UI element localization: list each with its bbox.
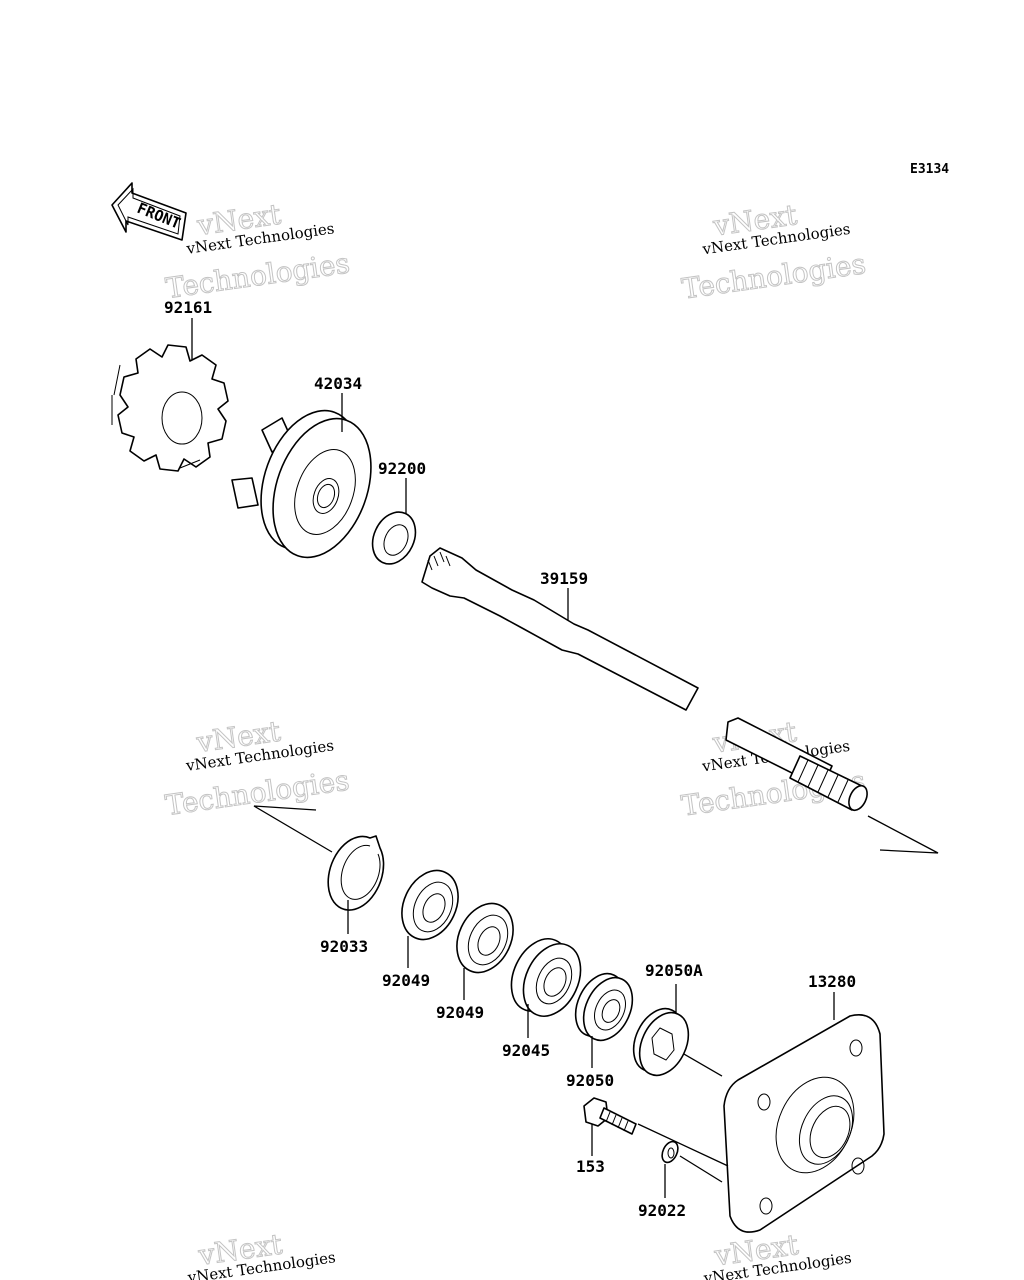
watermark-bottom-left: vNext vNext Technologies (186, 1227, 337, 1280)
watermark-top-left: vNext Technologies vNext Technologies (163, 197, 352, 305)
label-92049-a: 92049 (382, 971, 430, 990)
part-92022-washer[interactable]: 92022 (638, 1139, 723, 1220)
label-39159: 39159 (540, 569, 588, 588)
part-92049-seal-b[interactable]: 92049 (436, 894, 524, 1022)
part-92045-bearing[interactable]: 92045 (500, 930, 591, 1060)
part-92049-seal-a[interactable]: 92049 (382, 861, 469, 990)
part-92050A-bearing[interactable]: 92050A (624, 961, 723, 1083)
part-92200-washer[interactable]: 92200 (364, 459, 426, 571)
label-92022: 92022 (638, 1201, 686, 1220)
part-92033-circlip[interactable]: 92033 (320, 835, 385, 956)
part-39159-shaft[interactable]: 39159 (421, 547, 871, 813)
watermark-top-right: vNext Technologies vNext Technologies (679, 198, 868, 306)
part-42034-impeller[interactable]: 42034 (231, 374, 389, 571)
label-92050A: 92050A (645, 961, 703, 980)
part-92050-bearing[interactable]: 92050 (566, 966, 642, 1090)
label-92049-b: 92049 (436, 1003, 484, 1022)
label-13280: 13280 (808, 972, 856, 991)
watermark-mid-left: vNext Technologies vNext Technologies (163, 714, 352, 822)
watermark-mid-right: vNext Technologies vNext Technologies (679, 715, 868, 823)
label-92045: 92045 (502, 1041, 550, 1060)
part-13280-cover[interactable]: 13280 (723, 972, 885, 1233)
label-92200: 92200 (378, 459, 426, 478)
watermark-bottom-right: vNext vNext Technologies (702, 1228, 853, 1280)
label-92033: 92033 (320, 937, 368, 956)
part-92161-damper[interactable]: 92161 (111, 298, 229, 472)
label-42034: 42034 (314, 374, 362, 393)
assembly-guide-lines (253, 805, 939, 854)
label-153: 153 (576, 1157, 605, 1176)
label-92161: 92161 (164, 298, 212, 317)
part-153-bolt[interactable]: 153 (576, 1097, 729, 1176)
front-arrow-icon: FRONT (111, 182, 187, 241)
diagram-code: E3134 (910, 162, 949, 177)
label-92050: 92050 (566, 1071, 614, 1090)
